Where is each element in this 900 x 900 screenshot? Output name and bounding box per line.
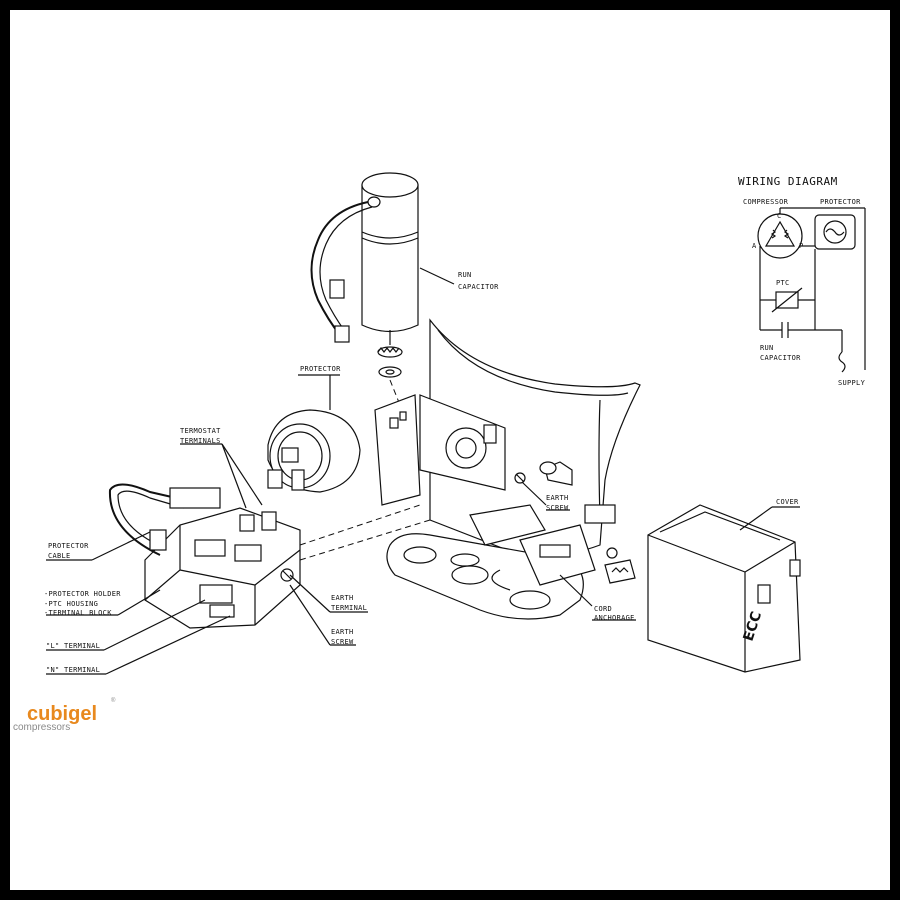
logo-reg: ® — [111, 697, 116, 704]
callout-protector: PROTECTOR — [300, 365, 341, 373]
terminal-block — [108, 483, 301, 629]
logo-sub: compressors — [13, 722, 70, 733]
wiring-run-capacitor-1: RUN — [760, 344, 774, 352]
callout-cord-2: ANCHORAGE — [594, 614, 635, 622]
callout-earth-screw-right-1: EARTH — [546, 494, 569, 502]
wiring-diagram: WIRING DIAGRAM COMPRESSOR PROTECTOR C A … — [738, 175, 866, 387]
callout-n-terminal: "N" TERMINAL — [46, 666, 100, 674]
wiring-supply-label: SUPPLY — [838, 379, 866, 387]
callout-run-capacitor-1: RUN — [458, 271, 472, 279]
callout-termostat-1: TERMOSTAT — [180, 427, 221, 435]
callout-cord-1: CORD — [594, 605, 612, 613]
diagram-frame: RUN CAPACITOR PROTECTOR TERMOSTAT TERMIN… — [10, 10, 890, 890]
callout-l-terminal: "L" TERMINAL — [46, 642, 100, 650]
cubigel-logo: cubigel ® compressors — [13, 697, 116, 733]
callout-protector-cable-1: PROTECTOR — [48, 542, 89, 550]
wiring-run-capacitor-2: CAPACITOR — [760, 354, 801, 362]
exploded-diagram: RUN CAPACITOR PROTECTOR TERMOSTAT TERMIN… — [13, 172, 866, 733]
earth-screw-right-part — [514, 472, 526, 484]
wiring-terminal-c: C — [777, 212, 782, 220]
callout-earth-screw-right-2: SCREW — [546, 504, 569, 512]
callout-holder-1: -PROTECTOR HOLDER — [44, 590, 121, 598]
callout-run-capacitor-2: CAPACITOR — [458, 283, 499, 291]
wiring-terminal-a: A — [752, 242, 757, 250]
callout-cover: COVER — [776, 498, 799, 506]
callout-termostat-2: TERMINALS — [180, 437, 221, 445]
wiring-ptc-label: PTC — [776, 279, 790, 287]
wiring-diagram-title: WIRING DIAGRAM — [738, 175, 838, 188]
callout-holder-3: -TERMINAL BLOCK — [44, 609, 112, 617]
callout-protector-cable-2: CABLE — [48, 552, 71, 560]
run-capacitor — [310, 172, 419, 378]
callout-earth-screw-left-2: SCREW — [331, 638, 354, 646]
bracket-plate — [374, 394, 506, 506]
cover-part: ECC — [647, 504, 801, 673]
cord-anchorage-part — [469, 504, 636, 591]
callout-holder-2: -PTC HOUSING — [44, 600, 98, 608]
callout-earth-screw-left-1: EARTH — [331, 628, 354, 636]
wiring-compressor-label: COMPRESSOR — [743, 198, 789, 206]
callout-earth-terminal-1: EARTH — [331, 594, 354, 602]
callout-earth-terminal-2: TERMINAL — [331, 604, 367, 612]
logo-name: cubigel — [27, 703, 97, 725]
protector-part — [267, 409, 361, 493]
wiring-protector-label: PROTECTOR — [820, 198, 861, 206]
